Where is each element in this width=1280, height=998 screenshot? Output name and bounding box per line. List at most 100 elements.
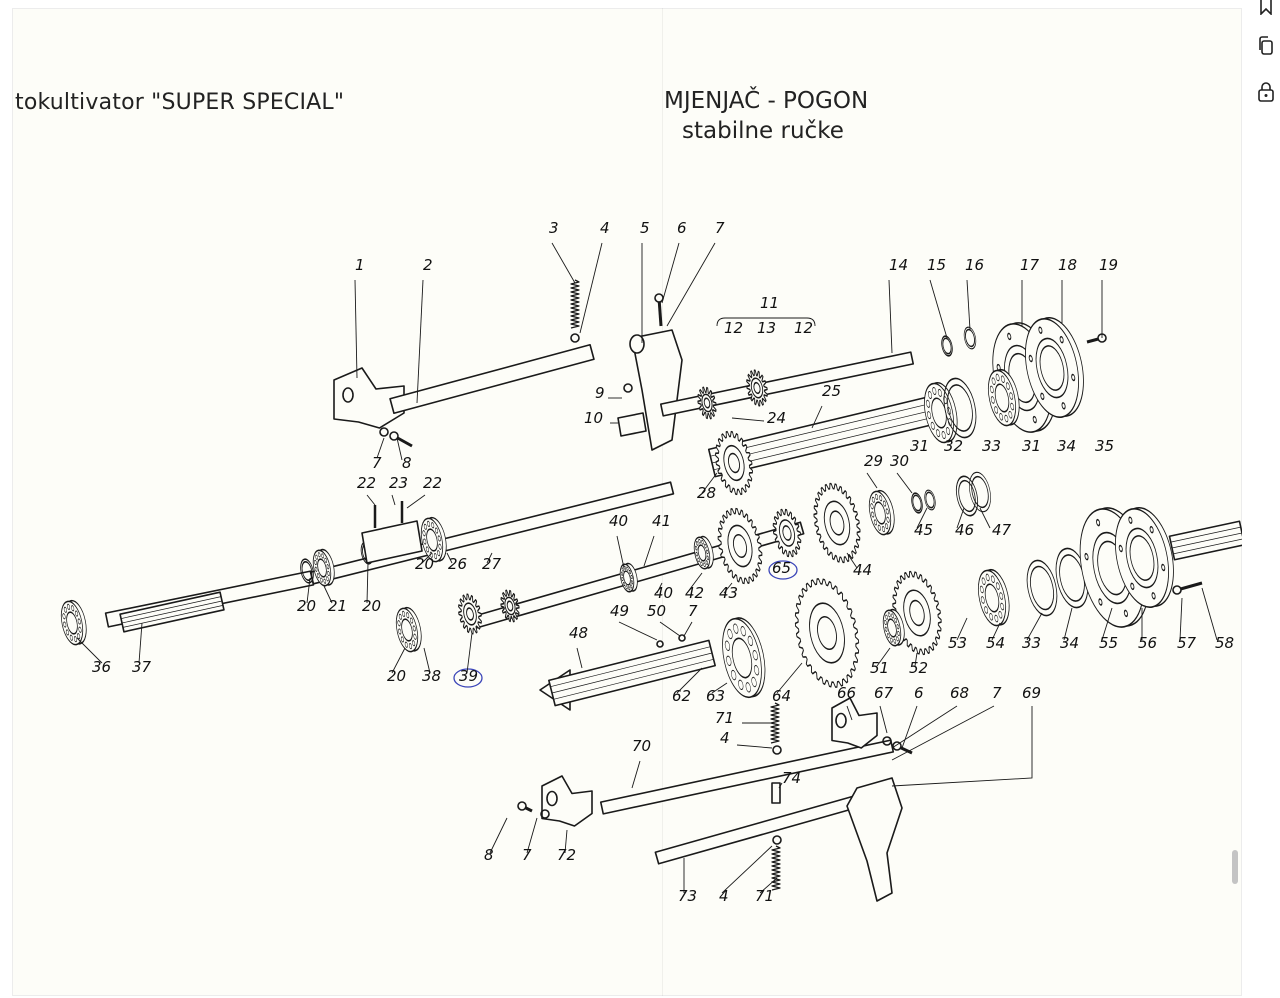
leader-58 — [1201, 587, 1218, 641]
ring-45 — [924, 489, 936, 511]
callout-67: 67 — [874, 684, 894, 702]
leader-7 — [891, 705, 995, 761]
callout-49: 49 — [610, 602, 629, 620]
callout-57: 57 — [1177, 634, 1197, 652]
leader-3 — [551, 242, 576, 284]
callout-66: 66 — [837, 684, 856, 702]
callout-33: 33 — [1022, 634, 1041, 652]
leader-47 — [979, 507, 991, 529]
gear-44 — [813, 482, 861, 564]
leader-8 — [489, 817, 508, 854]
lock-icon[interactable] — [1254, 80, 1278, 104]
callout-31: 31 — [1022, 437, 1041, 455]
callout-4: 4 — [720, 729, 730, 747]
leader-63 — [711, 682, 728, 694]
leader-14 — [888, 279, 893, 354]
gear-64 — [794, 578, 860, 688]
callout-3: 3 — [549, 219, 559, 237]
copy-icon[interactable] — [1254, 34, 1278, 58]
coupling-23 — [361, 520, 423, 564]
callout-29: 29 — [864, 452, 883, 470]
callout-71: 71 — [755, 887, 774, 905]
callout-71: 71 — [715, 709, 734, 727]
leader-27 — [486, 552, 493, 564]
leader-54 — [991, 622, 1001, 641]
leader-7 — [376, 437, 385, 459]
callout-65: 65 — [772, 559, 791, 577]
callout-21: 21 — [328, 597, 347, 615]
callout-64: 64 — [772, 687, 791, 705]
callout-40: 40 — [654, 584, 673, 602]
callout-1: 1 — [355, 256, 365, 274]
callout-72: 72 — [557, 846, 576, 864]
callout-35: 35 — [1095, 437, 1114, 455]
leader-39 — [466, 632, 473, 674]
callout-69: 69 — [1022, 684, 1041, 702]
leader-30 — [896, 472, 913, 494]
callout-41: 41 — [652, 512, 671, 530]
scrollbar-thumb[interactable] — [1232, 850, 1238, 884]
leader-26 — [446, 552, 453, 564]
leader-43 — [723, 582, 733, 594]
leader-6 — [901, 705, 918, 749]
callout-34: 34 — [1060, 634, 1079, 652]
leader-4 — [579, 242, 603, 334]
washer-67 — [882, 736, 892, 746]
washer-7 — [379, 427, 389, 437]
leader-6 — [661, 242, 680, 304]
callout-51: 51 — [870, 659, 889, 677]
bushing-10 — [617, 412, 647, 437]
callout-34: 34 — [1057, 437, 1076, 455]
callout-16: 16 — [965, 256, 984, 274]
leader-64 — [776, 662, 803, 694]
callout-42: 42 — [685, 584, 704, 602]
leader-33 — [1026, 612, 1043, 641]
callout-40: 40 — [609, 512, 628, 530]
callout-26: 26 — [448, 555, 467, 573]
callout-54: 54 — [986, 634, 1005, 652]
leader-8 — [396, 437, 403, 461]
callout-7: 7 — [688, 602, 698, 620]
callout-7: 7 — [992, 684, 1002, 702]
bookmark-icon[interactable] — [1254, 0, 1278, 18]
leader-49 — [618, 621, 658, 641]
leader-37 — [138, 622, 143, 664]
detent-ball-4c — [772, 835, 782, 845]
callout-63: 63 — [706, 687, 725, 705]
diagram-subtitle: stabilne ručke — [682, 118, 844, 144]
shift-rod-upper — [389, 343, 595, 415]
bearing-51 — [882, 608, 905, 647]
leader-4 — [736, 744, 773, 749]
gear-43 — [717, 507, 763, 585]
leader-38 — [423, 647, 431, 674]
leader-42 — [686, 572, 703, 594]
selector-shaft-14 — [659, 351, 915, 417]
leader-23 — [391, 494, 396, 506]
washer-7b — [540, 809, 550, 819]
pin-74 — [771, 782, 781, 804]
callout-70: 70 — [632, 737, 651, 755]
leader-67 — [879, 705, 888, 734]
page-fold-line — [662, 8, 663, 996]
gear-43b — [772, 508, 802, 558]
leader-25 — [811, 405, 823, 429]
callout-37: 37 — [132, 658, 152, 676]
shift-fork-upper — [333, 367, 405, 429]
leader-71 — [759, 877, 778, 894]
leader-20 — [391, 647, 406, 674]
bracket-11 — [716, 317, 816, 327]
callout-6: 6 — [677, 219, 687, 237]
callout-28: 28 — [697, 484, 716, 502]
cover-56 — [1115, 506, 1174, 608]
leader-20 — [421, 552, 433, 564]
callout-73: 73 — [678, 887, 697, 905]
callout-68: 68 — [950, 684, 969, 702]
leader-24 — [731, 417, 765, 422]
callout-45: 45 — [914, 521, 933, 539]
callout-6: 6 — [914, 684, 924, 702]
bearing-63 — [722, 617, 766, 699]
callout-47: 47 — [992, 521, 1012, 539]
leader-72 — [564, 829, 568, 854]
leader-15 — [929, 279, 948, 339]
